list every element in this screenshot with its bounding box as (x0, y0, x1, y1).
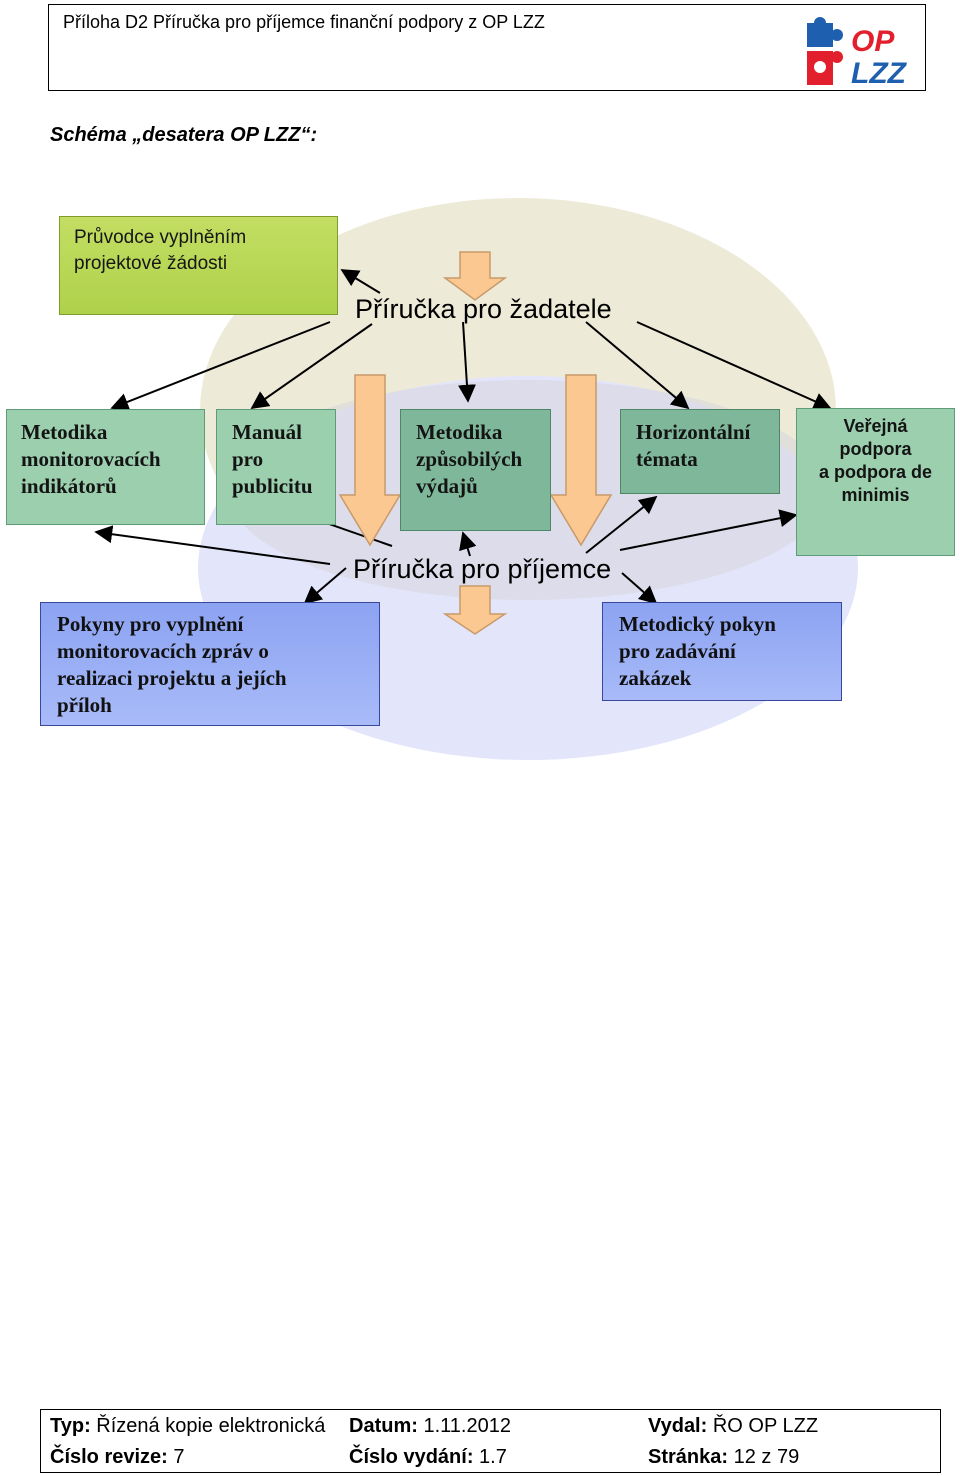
pruvodce-line1: Průvodce vyplněním (74, 227, 247, 248)
footer-stranka-value: 12 z 79 (733, 1446, 800, 1468)
zpusobilych-line2: způsobilých (416, 447, 523, 471)
verejna-line4: minimis (841, 485, 910, 505)
footer-revize-value: 7 (173, 1446, 185, 1468)
arrow-to-pruvodce (340, 269, 381, 294)
header-title: Příloha D2 Příručka pro příjemce finančn… (63, 12, 545, 32)
page-header: Příloha D2 Příručka pro příjemce finančn… (48, 4, 926, 91)
footer-datum: Datum: 1.11.2012 (349, 1415, 511, 1438)
verejna-line1: Veřejná (843, 416, 908, 436)
orange-arrow-right (549, 374, 613, 547)
footer-vydal-value: ŘO OP LZZ (712, 1415, 819, 1437)
pokyny-line1: Pokyny pro vyplnění (57, 612, 244, 636)
metodicky-line3: zakázek (619, 666, 692, 690)
manual-line3: publicitu (232, 474, 313, 498)
footer-revize-label: Číslo revize: (50, 1446, 168, 1468)
footer-vydani: Číslo vydání: 1.7 (349, 1446, 507, 1469)
verejna-line3: a podpora de (818, 462, 932, 482)
pruvodce-line2: projektové žádosti (74, 253, 228, 274)
footer-datum-value: 1.11.2012 (423, 1415, 511, 1437)
manual-line1: Manuál (232, 420, 303, 444)
metodicky-line2: pro zadávání (619, 639, 736, 663)
verejna-line2: podpora (839, 439, 912, 459)
footer-vydani-value: 1.7 (479, 1446, 507, 1468)
box-pruvodce: Průvodce vyplněním projektové žádosti (59, 216, 338, 315)
arrow-prijemce-to-pokyny (303, 567, 347, 605)
logo-text-op: OP (851, 25, 895, 58)
box-metodicky-pokyn: Metodický pokyn pro zadávání zakázek (602, 602, 842, 701)
box-verejna-podpora: Veřejná podpora a podpora de minimis (796, 408, 955, 556)
footer-vydal: Vydal: ŘO OP LZZ (648, 1415, 818, 1438)
pokyny-line3: realizaci projektu a jejích (57, 666, 287, 690)
zpusobilych-line1: Metodika (416, 420, 503, 444)
metodika-monitor-line2: monitorovacích (21, 447, 161, 471)
box-pokyny: Pokyny pro vyplnění monitorovacích zpráv… (40, 602, 380, 726)
label-prirucka-prijemce: Příručka pro příjemce (353, 554, 612, 584)
footer-typ-label: Typ: (50, 1415, 91, 1437)
op-lzz-logo: OP LZZ (807, 17, 908, 87)
box-metodika-zpusobilych: Metodika způsobilých výdajů (400, 409, 551, 531)
box-horizontalni-temata: Horizontální témata (620, 409, 780, 494)
horizontalni-line1: Horizontální (636, 420, 751, 444)
metodika-monitor-line1: Metodika (21, 420, 108, 444)
arrow-to-verejna (636, 321, 832, 410)
footer-typ-value: Řízená kopie elektronická (96, 1415, 326, 1437)
orange-arrow-top (442, 251, 508, 301)
footer-vydal-label: Vydal: (648, 1415, 708, 1437)
box-manual-publicitu: Manuál pro publicitu (216, 409, 336, 525)
metodika-monitor-line3: indikátorů (21, 474, 117, 498)
orange-arrow-bottom (442, 585, 508, 635)
logo-text-lzz: LZZ (851, 57, 908, 87)
footer-vydani-label: Číslo vydání: (349, 1446, 474, 1468)
footer-revize: Číslo revize: 7 (50, 1446, 185, 1469)
pokyny-line2: monitorovacích zpráv o (57, 639, 269, 663)
arrow-to-horizontalni (585, 321, 690, 410)
metodicky-line1: Metodický pokyn (619, 612, 776, 636)
footer-stranka: Stránka: 12 z 79 (648, 1446, 799, 1469)
manual-line2: pro (232, 447, 264, 471)
box-metodika-monitorovacich: Metodika monitorovacích indikátorů (6, 409, 205, 525)
arrow-prijemce-to-zpusobilych (459, 531, 477, 557)
arrow-prijemce-to-horizontalni (585, 495, 658, 554)
footer-stranka-label: Stránka: (648, 1446, 729, 1468)
arrow-prijemce-to-verejna (619, 509, 798, 551)
arrow-to-manual (250, 323, 373, 410)
zpusobilych-line3: výdajů (416, 474, 478, 498)
footer-datum-label: Datum: (349, 1415, 418, 1437)
page-footer: Typ: Řízená kopie elektronická Datum: 1.… (40, 1409, 941, 1473)
footer-typ: Typ: Řízená kopie elektronická (50, 1415, 325, 1438)
orange-arrow-left (338, 374, 402, 547)
label-prirucka-zadatele: Příručka pro žadatele (355, 294, 612, 324)
arrow-prijemce-to-monitor (94, 525, 331, 565)
arrow-prijemce-to-metodicky (621, 572, 658, 605)
pokyny-line4: příloh (57, 693, 112, 717)
arrow-to-zpusobilych (457, 321, 476, 403)
horizontalni-line2: témata (636, 447, 698, 471)
schema-title: Schéma „desatera OP LZZ“: (50, 124, 318, 146)
schema-diagram: Průvodce vyplněním projektové žádosti Př… (0, 190, 960, 770)
arrow-to-metodika-monitor (110, 321, 331, 411)
